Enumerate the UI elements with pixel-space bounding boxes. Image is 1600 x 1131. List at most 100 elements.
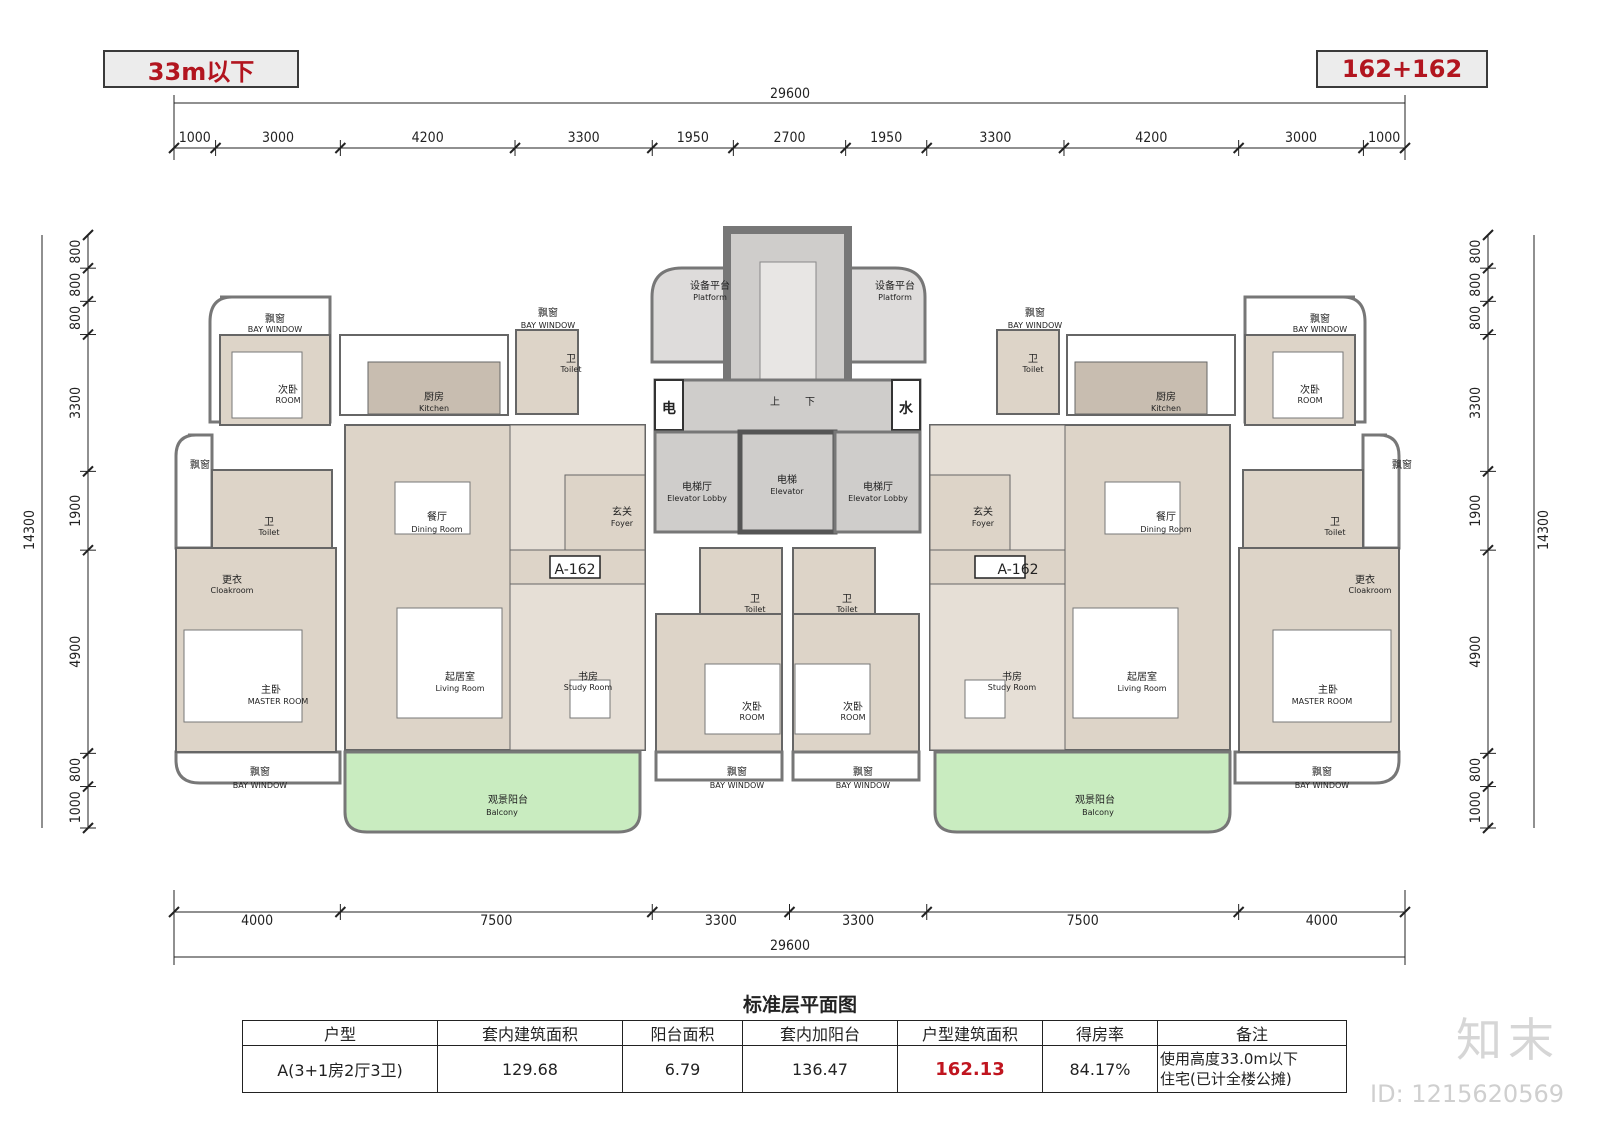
water-shaft	[891, 379, 921, 431]
svg-text:Platform: Platform	[693, 293, 727, 302]
svg-text:次卧: 次卧	[843, 700, 863, 713]
cell-gross-area: 162.13	[897, 1045, 1043, 1093]
cloakroom-label: 更衣	[222, 573, 242, 586]
svg-text:起居室: 起居室	[1127, 670, 1157, 683]
left-dim-2: 800	[68, 306, 84, 330]
svg-text:MASTER ROOM: MASTER ROOM	[248, 697, 309, 706]
svg-text:Cloakroom: Cloakroom	[1349, 586, 1392, 595]
right-dim-4: 1900	[1468, 495, 1484, 527]
cell-type: A(3+1房2厅3卫)	[242, 1045, 438, 1093]
left-dim-7: 1000	[68, 791, 84, 823]
left-dim-5: 4900	[68, 636, 84, 668]
brand-logo: 知末	[1456, 1013, 1560, 1067]
svg-text:飘窗: 飘窗	[190, 458, 210, 471]
side-segment-labels: 8008008003300190049008001000800800800330…	[68, 240, 1484, 824]
unit-code-left: A-162	[554, 562, 595, 578]
left-dim-6: 800	[68, 758, 84, 782]
elevator	[737, 429, 838, 535]
toilet-w	[211, 469, 333, 549]
svg-text:更衣: 更衣	[1355, 573, 1375, 586]
svg-text:卫: 卫	[1028, 354, 1038, 365]
svg-text:Living Room: Living Room	[435, 684, 484, 693]
svg-text:上: 上	[770, 396, 780, 408]
bottom-dim-1: 7500	[480, 913, 512, 929]
second-bedroom-label: 次卧	[278, 383, 298, 396]
svg-text:飘窗: 飘窗	[250, 765, 270, 778]
svg-text:BAY WINDOW: BAY WINDOW	[1293, 325, 1347, 334]
electric-label: 电	[662, 400, 676, 417]
svg-text:次卧: 次卧	[1300, 383, 1320, 396]
top-dim-4: 1950	[677, 130, 709, 146]
unit-code-right: A-162	[997, 562, 1038, 578]
svg-text:设备平台: 设备平台	[690, 279, 730, 292]
svg-text:卫: 卫	[264, 517, 274, 528]
top-dim-0: 1000	[179, 130, 211, 146]
right-total-dim: 14300	[1536, 510, 1552, 550]
top-dim-10: 1000	[1368, 130, 1400, 146]
svg-text:Kitchen: Kitchen	[1151, 404, 1181, 413]
svg-text:BAY WINDOW: BAY WINDOW	[710, 781, 764, 790]
left-dimensions	[41, 229, 96, 834]
kitchen-left	[367, 361, 501, 415]
svg-text:Toilet: Toilet	[258, 528, 280, 537]
electric-shaft	[654, 379, 684, 431]
image-id: ID: 1215620569	[1370, 1080, 1564, 1108]
master-bedroom-label: 主卧	[261, 683, 281, 696]
svg-text:Dining Room: Dining Room	[1140, 525, 1191, 534]
svg-text:ROOM: ROOM	[1297, 396, 1322, 405]
cell-balcony-area: 6.79	[622, 1045, 743, 1093]
svg-text:飘窗: 飘窗	[727, 765, 747, 778]
col-type-header: 户型	[242, 1020, 438, 1046]
top-dim-7: 3300	[979, 130, 1011, 146]
right-dim-3: 3300	[1468, 387, 1484, 419]
left-dim-0: 800	[68, 240, 84, 264]
col-gross-area-header: 户型建筑面积	[897, 1020, 1043, 1046]
foyer-left	[564, 474, 646, 551]
svg-text:Living Room: Living Room	[1117, 684, 1166, 693]
svg-text:餐厅: 餐厅	[1156, 510, 1176, 523]
left-unit	[174, 295, 784, 834]
left-total-dim: 14300	[22, 510, 38, 550]
bay-window-label: 飘窗	[265, 312, 285, 325]
elevator-lobby-right	[833, 430, 922, 534]
svg-text:电梯厅: 电梯厅	[682, 480, 712, 493]
bottom-total-dim: 29600	[770, 938, 810, 954]
toilet-nw	[515, 329, 579, 415]
svg-text:卫: 卫	[842, 594, 852, 605]
svg-text:Foyer: Foyer	[972, 519, 995, 528]
top-dim-2: 4200	[412, 130, 444, 146]
svg-text:设备平台: 设备平台	[875, 279, 915, 292]
svg-text:Toilet: Toilet	[836, 605, 858, 614]
svg-text:Toilet: Toilet	[744, 605, 766, 614]
svg-text:厨房: 厨房	[1156, 390, 1176, 403]
svg-text:Study Room: Study Room	[564, 683, 613, 692]
bottom-dim-0: 4000	[241, 913, 273, 929]
note-line-1: 使用高度33.0m以下	[1160, 1050, 1299, 1068]
plan-title: 标准层平面图	[742, 994, 857, 1016]
bottom-dim-4: 7500	[1067, 913, 1099, 929]
svg-text:Toilet: Toilet	[1324, 528, 1346, 537]
foyer-label: 玄关	[612, 505, 632, 518]
bottom-dim-2: 3300	[705, 913, 737, 929]
col-inner-plus-balcony-header: 套内加阳台	[742, 1020, 898, 1046]
svg-text:Toilet: Toilet	[560, 365, 582, 374]
svg-text:飘窗: 飘窗	[853, 765, 873, 778]
svg-text:飘窗: 飘窗	[1312, 765, 1332, 778]
top-dim-5: 2700	[773, 130, 805, 146]
study-label: 书房	[578, 670, 598, 683]
table-row: A(3+1房2厅3卫) 129.68 6.79 136.47 162.13 84…	[242, 1045, 1347, 1093]
top-dim-1: 3000	[262, 130, 294, 146]
area-table: 户型 套内建筑面积 阳台面积 套内加阳台 户型建筑面积 得房率 备注 A(3+1…	[242, 1020, 1347, 1093]
svg-text:观景阳台: 观景阳台	[1075, 793, 1115, 806]
balcony-left	[343, 750, 642, 834]
svg-text:Elevator Lobby: Elevator Lobby	[667, 494, 727, 503]
top-dim-3: 3300	[568, 130, 600, 146]
col-efficiency-header: 得房率	[1042, 1020, 1158, 1046]
left-dim-3: 3300	[68, 387, 84, 419]
svg-text:Toilet: Toilet	[1022, 365, 1044, 374]
svg-text:卫: 卫	[566, 354, 576, 365]
svg-text:次卧: 次卧	[742, 700, 762, 713]
bottom-dim-3: 3300	[842, 913, 874, 929]
water-label: 水	[899, 400, 914, 417]
svg-text:Balcony: Balcony	[486, 808, 518, 817]
